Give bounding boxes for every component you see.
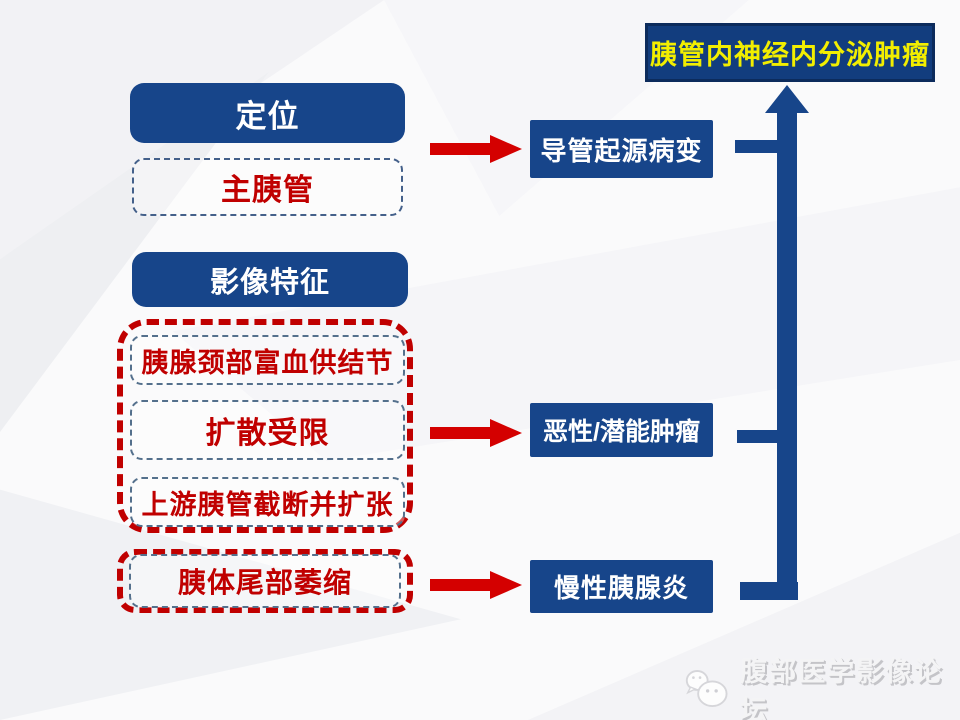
connector-duct-origin — [735, 140, 778, 153]
result-box-chronic-pancreatitis: 慢性胰腺炎 — [530, 560, 713, 613]
arrow-shaft — [430, 427, 492, 439]
wechat-bubbles-icon — [685, 670, 728, 707]
result-label: 慢性胰腺炎 — [553, 573, 689, 603]
result-label: 恶性/潜能肿瘤 — [543, 418, 700, 446]
red-arrow-icon — [430, 419, 522, 447]
diagnosis-title-label: 胰管内神经内分泌肿瘤 — [650, 40, 930, 70]
arrow-head — [490, 571, 522, 599]
feature-item-hypervascular-nodule: 胰腺颈部富血供结节 — [130, 335, 405, 385]
features-header-box: 影像特征 — [132, 252, 408, 307]
feature-item-label: 扩散受限 — [205, 417, 330, 450]
location-header-label: 定位 — [235, 98, 300, 134]
red-arrow-icon — [430, 135, 522, 163]
watermark: 腹部医学影像论坛 — [683, 650, 960, 720]
feature-item-label: 上游胰管截断并扩张 — [141, 489, 394, 520]
arrow-head — [490, 135, 522, 163]
red-arrow-icon — [430, 571, 522, 599]
location-item-label: 主胰管 — [221, 174, 314, 207]
feature-item-body-tail-atrophy: 胰体尾部萎缩 — [129, 554, 401, 608]
flow-arrowhead-up-icon — [765, 85, 809, 113]
connector-malignant — [737, 430, 781, 443]
feature-item-label: 胰腺颈部富血供结节 — [141, 347, 394, 378]
feature-item-duct-cutoff-dilation: 上游胰管截断并扩张 — [130, 477, 405, 527]
feature-item-label: 胰体尾部萎缩 — [177, 567, 352, 598]
arrow-shaft — [430, 143, 492, 155]
result-box-duct-origin-lesion: 导管起源病变 — [530, 120, 713, 178]
location-header-box: 定位 — [130, 83, 405, 143]
flow-line-vertical — [777, 112, 797, 600]
location-item-box: 主胰管 — [132, 158, 403, 216]
arrow-shaft — [430, 579, 492, 591]
result-label: 导管起源病变 — [540, 135, 703, 166]
result-box-malignant-potential-tumor: 恶性/潜能肿瘤 — [530, 403, 713, 457]
arrow-head — [490, 419, 522, 447]
features-header-label: 影像特征 — [209, 266, 330, 299]
watermark-label: 腹部医学影像论坛 — [740, 657, 944, 720]
diagnosis-title-box: 胰管内神经内分泌肿瘤 — [645, 23, 935, 82]
feature-item-diffusion-restriction: 扩散受限 — [130, 400, 405, 460]
